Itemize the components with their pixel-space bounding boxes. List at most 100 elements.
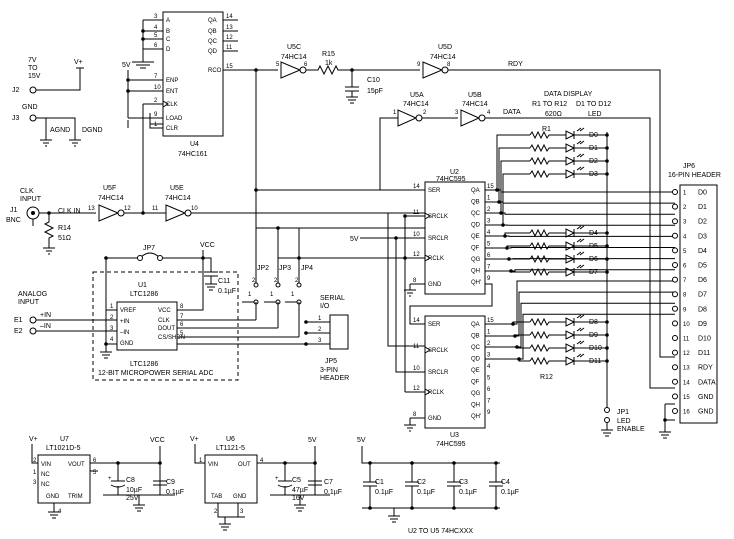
u4-pin-clk: CLK [166,102,178,108]
u2-pinnum: 5 [487,242,491,248]
u5b-inverter: 3 4 U5B 74HC14 [455,92,491,127]
u3-shift-register: SER14SRCLK11SRCLR10RCLK12GND8QA15QB1QC2Q… [413,315,494,448]
u2-pin-qg: QG [471,257,481,263]
u6-name: U6 [226,436,235,443]
e2-label: E2 [14,328,23,335]
u1-pinnum: 7 [180,314,184,320]
u4-pinnum: 5 [154,33,158,39]
u2-pin-qh': QH' [471,280,481,286]
svg-text:2: 2 [318,327,322,333]
jp6-pin-d3: D3 [698,233,707,240]
srclr-5v: 5V [350,236,359,243]
u1-pin: +IN [120,319,130,325]
svg-text:6: 6 [93,458,97,464]
c8-name: C8 [126,477,135,484]
c9-value: 0.1µF [166,489,184,496]
agnd-label: AGND [50,127,70,134]
r14-value: 51Ω [58,235,71,242]
r14-name: R14 [58,225,71,232]
u3-pinnum: 2 [487,341,491,347]
svg-text:1: 1 [318,316,322,322]
display-r-range: R1 TO R12 [532,101,567,108]
u5b-name: U5B [468,92,482,99]
u4-pinnum: 2 [154,98,158,104]
svg-text:3: 3 [455,110,459,116]
u4-pin-d: D [166,47,171,53]
jp6-pin-d9: D9 [698,321,707,328]
u1-pinnum: 1 [110,304,114,310]
u5f-part: 74HC14 [98,195,124,202]
svg-text:1: 1 [199,458,203,464]
jp5-name: JP5 [325,358,337,365]
u3-pin-qh': QH' [471,414,481,420]
u2-pin-qc: QC [471,211,481,217]
led-d9: D9 [589,332,598,339]
u2-pinnum: 15 [487,184,494,190]
display-led: LED [588,111,602,118]
gnd-label: GND [22,104,38,111]
u1-pin: –IN [120,330,129,336]
u1-pin: GND [120,341,134,347]
u2-pin-qa: QA [471,188,480,194]
u4-name: U4 [190,141,199,148]
u2-pinnum: 7 [487,265,491,271]
u4-pin-qc: QC [208,39,218,45]
jp6-pin-d6: D6 [698,277,707,284]
svg-text:12: 12 [683,351,690,357]
bnc-label: BNC [6,217,21,224]
jp6-title: 16-PIN HEADER [668,172,721,179]
u4-pin-b: B [166,29,170,35]
j2-label: J2 [12,87,20,94]
r12-label: R12 [540,374,553,381]
u1-pinnum: 6 [180,322,184,328]
svg-text:6: 6 [683,264,687,270]
jumper-pin-2: 2 [274,278,278,284]
u3-pin-qa: QA [471,322,480,328]
u3-pinnum: 11 [413,344,420,350]
svg-text:10: 10 [683,322,690,328]
u5d-name: U5D [438,44,452,51]
svg-text:4: 4 [487,110,491,116]
u4-pin-qa: QA [208,18,217,24]
c7-name: C7 [324,479,333,486]
led-d10: D10 [589,345,602,352]
bypass-cap-c2: C2 [417,479,426,486]
jp3-label: JP3 [279,265,291,272]
svg-text:TRIM: TRIM [68,494,83,500]
u2-pinnum: 1 [487,196,491,202]
svg-text:5: 5 [93,470,97,476]
svg-text:5: 5 [683,249,687,255]
jp6-pin-rdy: RDY [698,365,713,372]
u7-part: LT1021D-5 [46,445,81,452]
svg-text:11: 11 [152,206,159,212]
c5-name: C5 [292,477,301,484]
svg-text:1: 1 [33,470,37,476]
u3-pinnum: 12 [413,386,420,392]
svg-text:2: 2 [214,509,218,515]
u4-pin-a: A [166,18,170,24]
u3-pinnum: 5 [487,376,491,382]
u5c-part: 74HC14 [281,54,307,61]
u5f-inverter: 13 12 U5F 74HC14 [88,185,131,222]
u2-pinnum: 3 [487,219,491,225]
u4-pin-ent: ENT [166,89,178,95]
svg-text:3: 3 [33,480,37,486]
svg-text:15: 15 [683,395,690,401]
vcc-adc-label: VCC [200,242,215,249]
u1-pin: VREF [120,308,136,314]
u3-pinnum: 1 [487,330,491,336]
u2-part: 74HC595 [436,176,466,183]
svg-text:+: + [275,476,279,482]
svg-text:9: 9 [683,307,687,313]
svg-text:12: 12 [124,206,131,212]
svg-text:GND: GND [46,494,60,500]
c11-name: C11 [218,278,230,285]
analog-pin-label: +IN [40,312,51,319]
u2-pin-qd: QD [471,223,481,229]
jumper-pin-1: 1 [270,292,274,298]
bypass-cap-c1: C1 [375,479,384,486]
